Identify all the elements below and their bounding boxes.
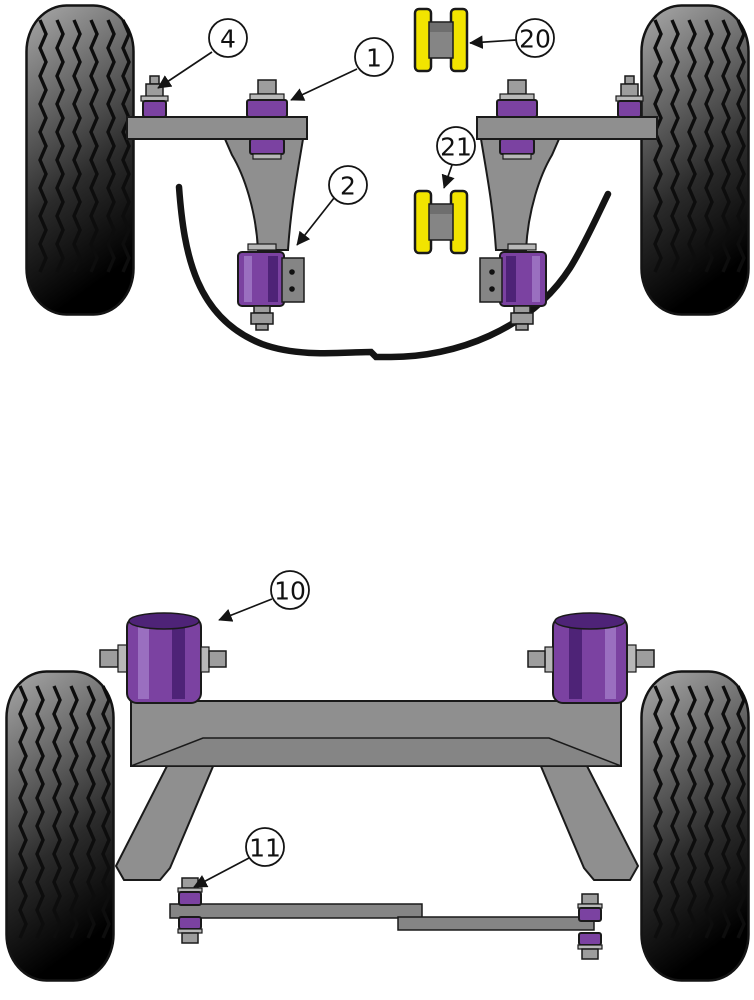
callout-4-label: 4 (220, 25, 236, 54)
tire-top-left (24, 3, 136, 317)
tire-bottom-left (4, 669, 116, 983)
callout-10-circle (270, 570, 310, 610)
callout-20-circle (515, 18, 555, 58)
callout-11: 11 (193, 827, 285, 888)
callout-11-arrow (193, 857, 250, 888)
anti-roll-bar (175, 183, 612, 361)
yellow-bush-20 (413, 7, 469, 73)
subframe-facet (130, 737, 622, 767)
subframe-mount-right (527, 612, 655, 704)
tire-top-right (639, 3, 751, 317)
callout-10-arrow (218, 598, 273, 622)
callout-20-label: 20 (519, 25, 551, 54)
callout-10-label: 10 (274, 577, 306, 606)
callout-11-circle (245, 827, 285, 867)
callout-1-arrow (290, 68, 358, 101)
subframe-mount-left (99, 612, 227, 704)
callout-4: 4 (157, 18, 248, 89)
callout-1: 1 (290, 37, 394, 101)
control-arm-right (476, 75, 658, 331)
callout-2-arrow (296, 197, 335, 246)
callout-10: 10 (218, 570, 310, 622)
callout-2-circle (328, 165, 368, 205)
callout-4-arrow (157, 51, 213, 89)
callout-20-arrow (469, 35, 517, 49)
subframe-leg-right (538, 763, 640, 881)
callout-21-label: 21 (440, 133, 472, 162)
callout-11-label: 11 (249, 834, 281, 863)
tie-bar-right (397, 916, 595, 931)
callout-2: 2 (296, 165, 368, 246)
callout-21-arrow (441, 164, 455, 189)
subframe (114, 700, 640, 881)
callout-21-circle (436, 126, 476, 166)
tie-bar-left (169, 903, 423, 919)
callout-4-circle (208, 18, 248, 58)
callout-20: 20 (469, 18, 555, 58)
callout-1-circle (354, 37, 394, 77)
callout-2-label: 2 (340, 172, 356, 201)
callout-1-label: 1 (366, 44, 382, 73)
callout-21: 21 (436, 126, 476, 189)
tie-bars (169, 877, 603, 960)
yellow-bush-21 (413, 189, 469, 255)
subframe-leg-left (114, 763, 216, 881)
tire-bottom-right (639, 669, 751, 983)
control-arm-left (126, 75, 308, 331)
